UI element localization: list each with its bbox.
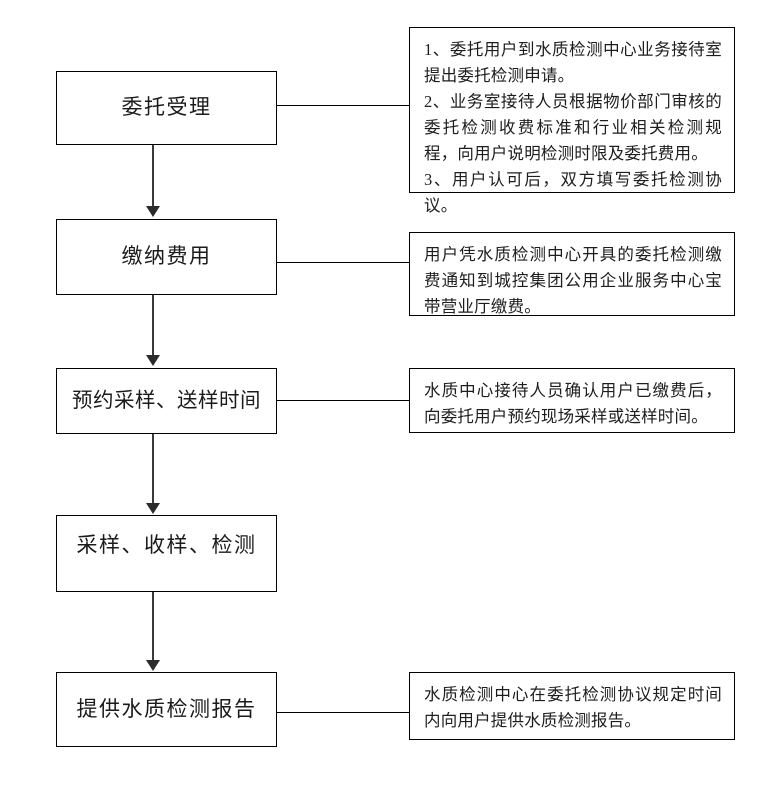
connector-step3-note3 [277,400,409,401]
step-label: 缴纳费用 [121,245,212,269]
step-label: 委托受理 [121,96,212,120]
note-text: 水质中心接待人员确认用户已缴费后，向委托用户预约现场采样或送样时间。 [424,381,722,426]
note-box-provide-report[interactable]: 水质检测中心在委托检测协议规定时间内向用户提供水质检测报告。 [409,672,735,740]
note-text: 1、委托用户到水质检测中心业务接待室提出委托检测申请。 2、业务室接待人员根据物… [424,40,722,215]
step-label: 提供水质检测报告 [76,697,257,721]
arrow-step1-to-step2 [152,145,154,207]
note-box-schedule-sampling[interactable]: 水质中心接待人员确认用户已缴费后，向委托用户预约现场采样或送样时间。 [409,368,735,433]
arrow-step4-to-step5 [152,592,154,661]
step-label: 预约采样、送样时间 [72,388,261,412]
connector-step2-note2 [277,262,409,263]
note-box-pay-fee[interactable]: 用户凭水质检测中心开具的委托检测缴费通知到城控集团公用企业服务中心宝带营业厅缴费… [409,232,735,316]
step-box-pay-fee[interactable]: 缴纳费用 [56,219,277,295]
connector-step5-note4 [277,712,409,713]
arrow-head-step2 [146,206,160,217]
step-box-sampling-collection-testing[interactable]: 采样、收样、检测 [56,515,277,592]
arrow-head-step4 [146,503,160,514]
connector-step1-note1 [277,105,409,106]
arrow-head-step5 [146,660,160,671]
note-box-entrust-acceptance[interactable]: 1、委托用户到水质检测中心业务接待室提出委托检测申请。 2、业务室接待人员根据物… [409,27,735,215]
arrow-head-step3 [146,355,160,366]
arrow-step2-to-step3 [152,295,154,355]
note-text: 用户凭水质检测中心开具的委托检测缴费通知到城控集团公用企业服务中心宝带营业厅缴费… [424,245,722,316]
step-box-schedule-sampling[interactable]: 预约采样、送样时间 [56,368,277,434]
arrow-step3-to-step4 [152,434,154,504]
step-label: 采样、收样、检测 [76,534,257,557]
step-box-entrust-acceptance[interactable]: 委托受理 [56,71,277,145]
note-text: 水质检测中心在委托检测协议规定时间内向用户提供水质检测报告。 [424,685,722,730]
step-box-provide-report[interactable]: 提供水质检测报告 [56,672,277,747]
